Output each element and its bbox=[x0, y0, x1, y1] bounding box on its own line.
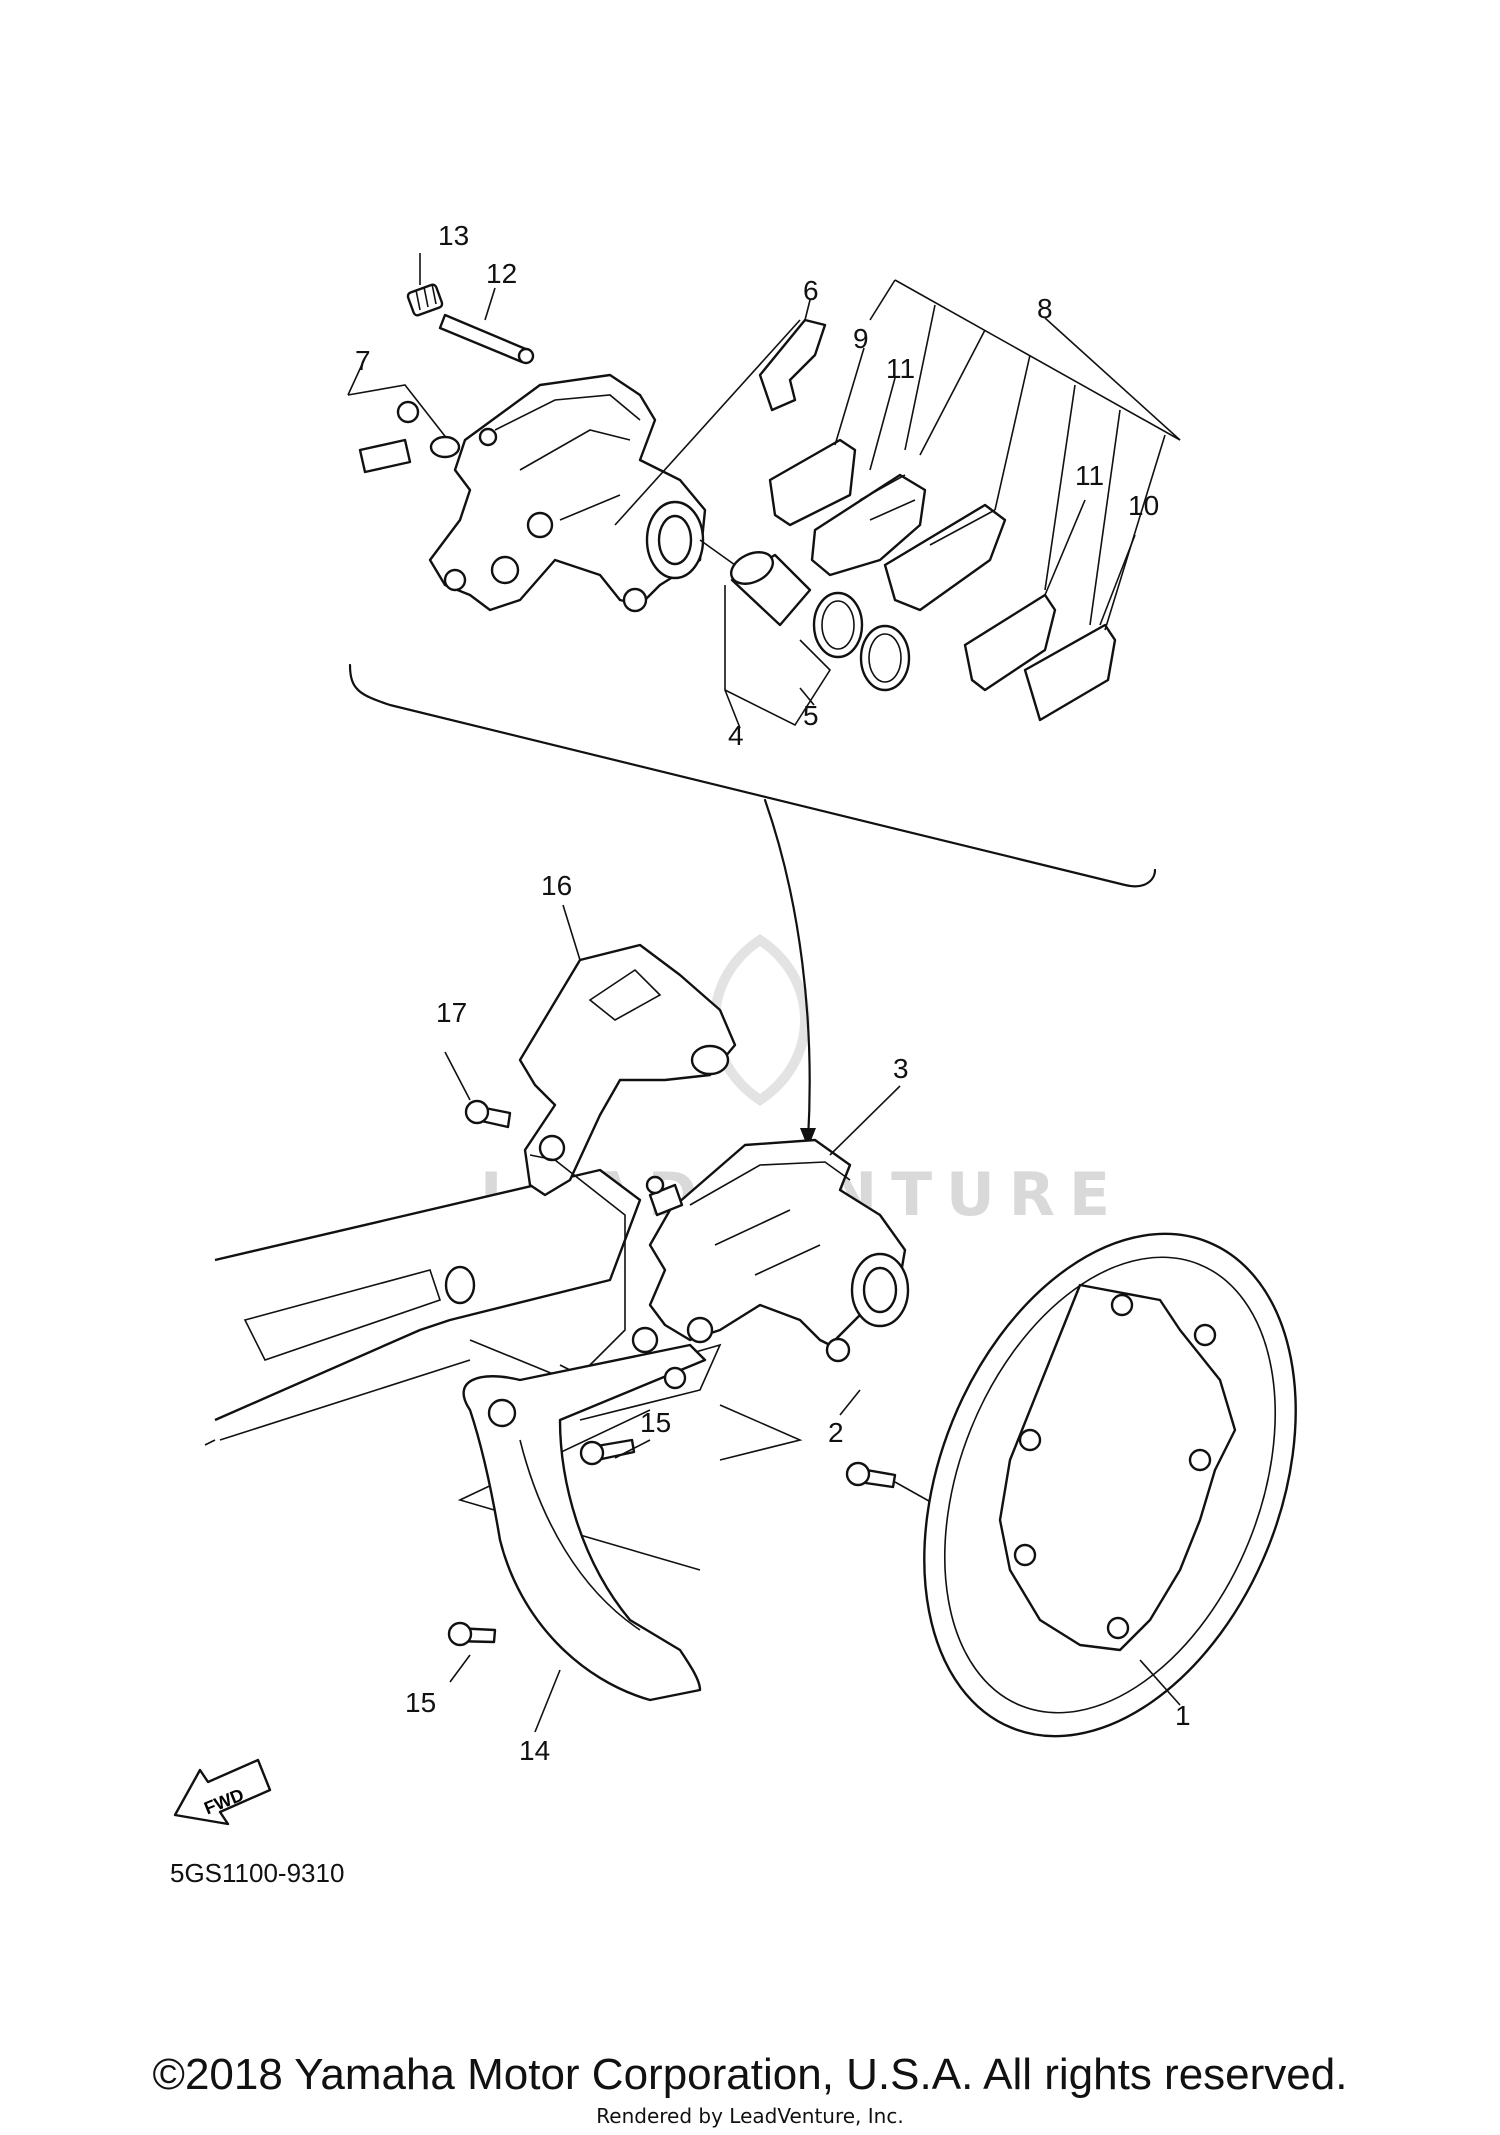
pin-12 bbox=[438, 313, 535, 365]
callout-15b: 15 bbox=[405, 1687, 436, 1718]
callout-11b: 11 bbox=[1075, 460, 1104, 491]
callout-17: 17 bbox=[436, 997, 467, 1028]
bracket-16 bbox=[518, 943, 737, 1197]
bolt-15-lower bbox=[447, 1621, 497, 1647]
copyright-notice: ©2018 Yamaha Motor Corporation, U.S.A. A… bbox=[152, 2050, 1348, 2099]
callout-3: 3 bbox=[893, 1053, 909, 1084]
bolt-15-upper bbox=[579, 1438, 636, 1466]
callout-10: 10 bbox=[1128, 490, 1159, 521]
caliper-body-top bbox=[428, 373, 707, 613]
caliper-body-assembled bbox=[631, 1138, 910, 1363]
pad-spring-6 bbox=[758, 318, 827, 412]
pad-spring-leader bbox=[614, 319, 801, 526]
bleed-screw-7 bbox=[347, 384, 498, 474]
callout-12: 12 bbox=[486, 258, 517, 289]
pad-8 bbox=[883, 503, 1007, 612]
callout-16: 16 bbox=[541, 870, 572, 901]
callout-5: 5 bbox=[803, 700, 819, 731]
chain-guard-14 bbox=[462, 1343, 707, 1702]
callout-14: 14 bbox=[519, 1735, 550, 1766]
assembly-arrow bbox=[763, 798, 811, 1142]
callout-11a: 11 bbox=[886, 353, 915, 384]
spring-13 bbox=[406, 283, 444, 317]
swingarm bbox=[214, 1168, 642, 1422]
shim-10 bbox=[1023, 623, 1117, 722]
callout-8: 8 bbox=[1037, 293, 1053, 324]
caliper-exploded-view bbox=[347, 279, 1181, 1148]
caliper-assembled-view bbox=[204, 943, 1297, 1738]
callout-1: 1 bbox=[1175, 1700, 1191, 1731]
assembly-arrow-head bbox=[800, 1128, 816, 1148]
callout-13: 13 bbox=[438, 220, 469, 251]
piston-axis bbox=[699, 539, 736, 566]
piston-4 bbox=[730, 551, 812, 627]
callouts: 1 2 3 4 5 6 7 8 9 10 11 11 12 13 14 15 1… bbox=[347, 220, 1191, 1766]
bolt-17 bbox=[464, 1099, 512, 1129]
fwd-arrow-icon: FWD bbox=[173, 1758, 272, 1826]
callout-6: 6 bbox=[803, 275, 819, 306]
callout-9: 9 bbox=[853, 323, 869, 354]
callout-15a: 15 bbox=[640, 1407, 671, 1438]
callout-2: 2 bbox=[828, 1417, 844, 1448]
diagram-code: 5GS1100-9310 bbox=[170, 1858, 345, 1888]
callout-4: 4 bbox=[728, 720, 744, 751]
bolt-2 bbox=[845, 1461, 897, 1489]
rendered-by-notice: Rendered by LeadVenture, Inc. bbox=[596, 2104, 904, 2128]
group-bracket bbox=[348, 663, 1157, 888]
shim-9 bbox=[768, 438, 857, 527]
brake-disc-1 bbox=[923, 1232, 1297, 1738]
pad-11a bbox=[810, 473, 927, 577]
callout-7: 7 bbox=[355, 345, 371, 376]
